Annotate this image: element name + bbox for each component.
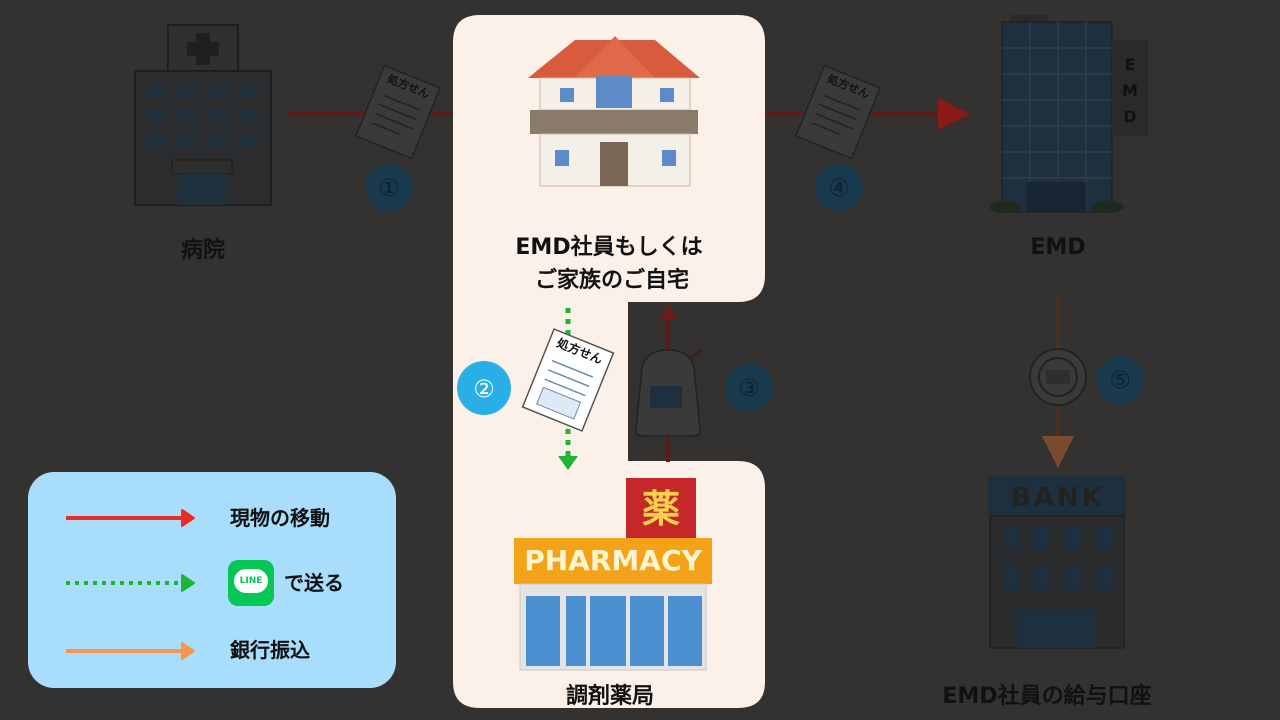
svg-text:⑤: ⑤ <box>1109 366 1131 394</box>
svg-text:①: ① <box>378 174 400 202</box>
pharmacy-label: 調剤薬局 <box>566 683 654 709</box>
line-app-icon: LINE <box>228 560 274 606</box>
pharmacy-sign: PHARMACY <box>524 544 702 577</box>
step-4-badge: ④ <box>815 164 863 212</box>
emd-label: EMD <box>1030 235 1085 260</box>
svg-text:④: ④ <box>828 174 850 202</box>
home-label-line1: EMD社員もしくは <box>515 234 702 260</box>
prescription-icon-4: 処方せん <box>794 64 882 160</box>
bank-sign: BANK <box>1011 483 1105 513</box>
bank-account-label: EMD社員の給与口座 <box>942 683 1151 709</box>
hospital-label: 病院 <box>181 237 225 263</box>
pharmacy-kanji-sign: 薬 <box>642 487 680 531</box>
coin-icon <box>1029 348 1087 406</box>
step-1-badge: ① <box>365 164 413 212</box>
arrow-pharmacy-to-home-head <box>659 304 677 320</box>
emd-sign-letter-3: D <box>1123 107 1136 126</box>
emd-sign-letter-1: E <box>1125 55 1136 74</box>
svg-text:③: ③ <box>738 374 760 402</box>
legend-physical-label: 現物の移動 <box>230 506 330 530</box>
line-arrow-head <box>558 456 578 470</box>
step-2-badge: ② <box>457 361 511 415</box>
medicine-bag-icon <box>635 348 704 437</box>
prescription-icon-1: 処方せん <box>354 64 442 160</box>
step-5-badge: ⑤ <box>1096 356 1144 404</box>
home-label-line2: ご家族のご自宅 <box>535 267 689 293</box>
legend-line-label: で送る <box>284 571 344 595</box>
svg-text:②: ② <box>473 375 495 403</box>
step-3-badge: ③ <box>725 364 773 412</box>
legend: 現物の移動 LINE で送る 銀行振込 <box>28 472 396 688</box>
emd-building-icon <box>989 15 1148 213</box>
legend-arrows <box>66 509 195 660</box>
legend-line-row: LINE で送る <box>28 560 396 606</box>
legend-bank-label: 銀行振込 <box>230 638 310 662</box>
pharmacy-icon <box>514 478 712 671</box>
home-icon <box>528 36 700 187</box>
emd-sign-letter-2: M <box>1122 81 1138 100</box>
hospital-icon <box>134 24 272 206</box>
prescription-icon-2: 処方せん <box>521 328 615 432</box>
bank-icon <box>988 476 1126 649</box>
